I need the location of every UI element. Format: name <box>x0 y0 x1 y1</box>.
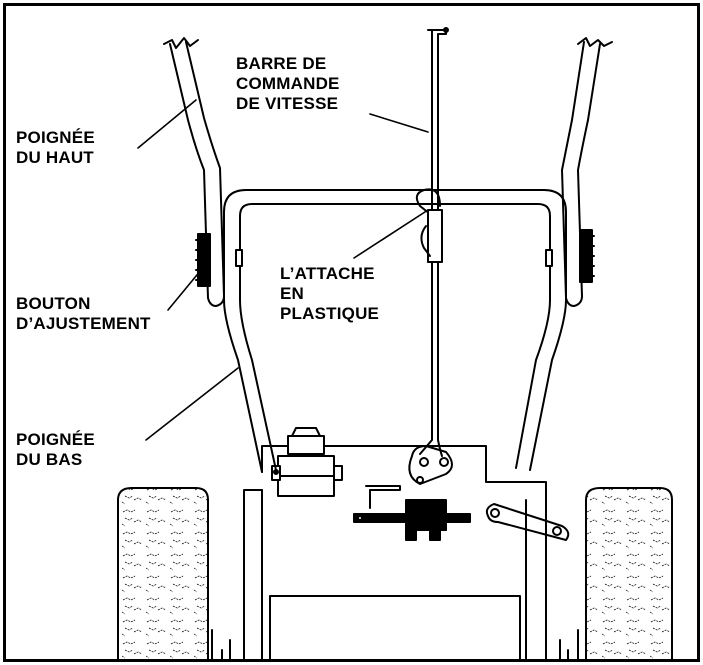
label-line: D’AJUSTEMENT <box>16 314 151 333</box>
label-line: L’ATTACHE <box>280 264 375 283</box>
lower-handle <box>223 189 567 473</box>
label-line: EN <box>280 284 305 303</box>
hitch-bracket <box>271 427 343 497</box>
label-line: POIGNÉE <box>16 128 95 147</box>
label-line: BARRE DE <box>236 54 327 73</box>
label-lower-handle: POIGNÉE DU BAS <box>16 430 95 470</box>
speed-control-bar <box>415 27 449 457</box>
right-tire <box>585 487 673 661</box>
label-line: COMMANDE <box>236 74 340 93</box>
label-adjustment-knob: BOUTON D’AJUSTEMENT <box>16 294 151 334</box>
leader-lines <box>137 99 429 441</box>
label-line: POIGNÉE <box>16 430 95 449</box>
label-line: PLASTIQUE <box>280 304 380 323</box>
right-linkage-arm <box>485 503 570 541</box>
label-line: DU HAUT <box>16 148 94 167</box>
speed-lever-linkage <box>353 445 471 541</box>
upper-handle-left <box>163 37 225 307</box>
adjustment-knob-left <box>195 233 211 287</box>
upper-handle-right <box>561 37 613 307</box>
label-upper-handle: POIGNÉE DU HAUT <box>16 128 95 168</box>
label-line: DU BAS <box>16 450 83 469</box>
adjustment-knob-right <box>579 229 595 283</box>
label-line: BOUTON <box>16 294 91 313</box>
label-plastic-tie: L’ATTACHE EN PLASTIQUE <box>280 264 379 324</box>
label-line: DE VITESSE <box>236 94 339 113</box>
left-tire <box>117 487 209 661</box>
tiller-body <box>211 445 579 661</box>
label-speed-control-bar: BARRE DE COMMANDE DE VITESSE <box>236 54 340 114</box>
